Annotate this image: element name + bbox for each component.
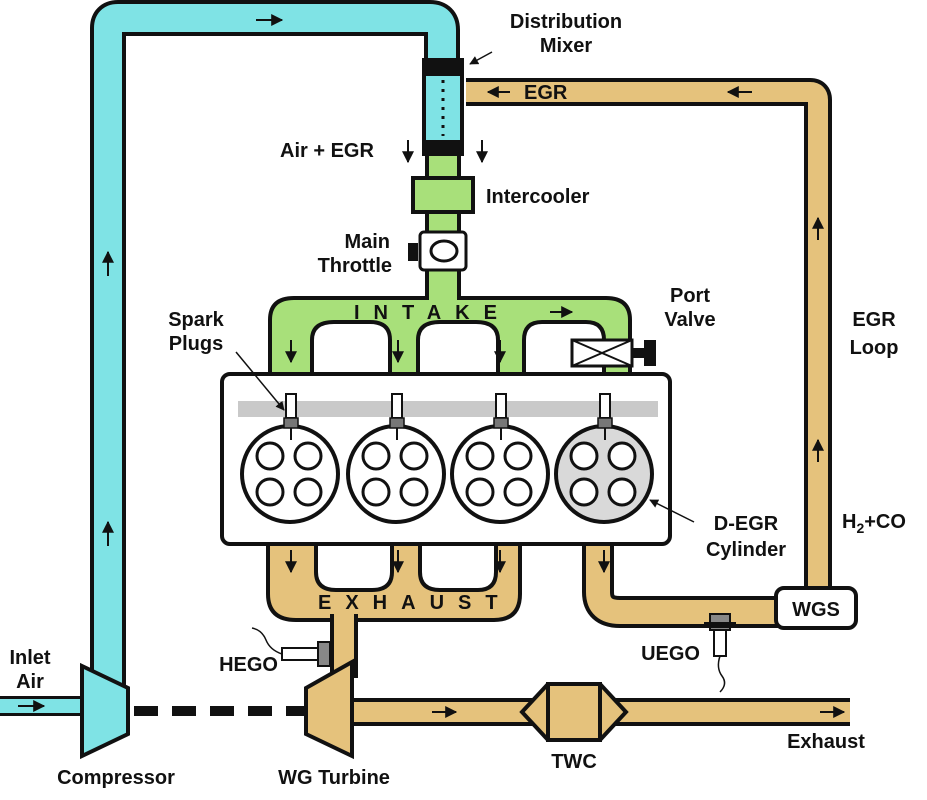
spark-plugs-label-2: Plugs	[169, 333, 223, 355]
hego-label: HEGO	[219, 654, 278, 676]
main-throttle-label-1: Main	[344, 231, 390, 253]
twc-catalyst	[519, 682, 629, 742]
distribution-mixer	[422, 58, 464, 156]
distribution-label: Distribution	[510, 11, 622, 33]
cylinder-2	[346, 424, 446, 524]
main-throttle-label-2: Throttle	[318, 255, 392, 277]
spark-plugs	[283, 393, 613, 440]
wg-turbine	[304, 658, 354, 760]
main-throttle	[408, 230, 468, 272]
spark-plugs-label-1: Spark	[168, 309, 224, 331]
uego-sensor-icon	[704, 613, 736, 693]
exhaust-manifold-label: EXHAUST	[318, 592, 512, 614]
engine-block	[220, 372, 672, 546]
air-egr-label: Air + EGR	[280, 140, 374, 162]
mixer-leader	[469, 51, 493, 65]
d-egr-cylinder	[554, 424, 654, 524]
hego-sensor-icon	[251, 627, 331, 667]
egr-loop-label-1: EGR	[852, 309, 896, 331]
spark-plug-icon	[493, 393, 509, 440]
spark-plug-icon	[389, 393, 405, 440]
uego-label: UEGO	[641, 643, 700, 665]
spark-plug-icon	[597, 393, 613, 440]
d-egr-label-1: D-EGR	[714, 513, 779, 535]
inlet-air-label-1: Inlet	[9, 647, 50, 669]
spark-plug-icon	[283, 393, 299, 440]
egr-label: EGR	[524, 82, 568, 104]
port-valve-label-2: Valve	[664, 309, 715, 331]
intake-label: INTAKE	[354, 302, 511, 324]
egr-loop-pipe	[466, 78, 832, 588]
intercooler	[411, 176, 475, 214]
wgs-box	[774, 586, 858, 630]
port-valve-label-1: Port	[670, 285, 710, 307]
spark-plugs-leader	[235, 351, 285, 411]
mixer-label: Mixer	[540, 35, 592, 57]
wgs-label: WGS	[792, 599, 840, 621]
port-valve	[570, 338, 656, 368]
intercooler-label: Intercooler	[486, 186, 590, 208]
exhaust-manifold	[266, 538, 780, 678]
h2co-label: H2+CO	[842, 511, 906, 536]
d-egr-label-2: Cylinder	[706, 539, 786, 561]
egr-loop-label-2: Loop	[850, 337, 899, 359]
intake-manifold	[268, 138, 632, 382]
cylinder-3	[450, 424, 550, 524]
wg-turbine-label: WG Turbine	[278, 767, 390, 789]
cylinder-head-bar	[238, 401, 658, 417]
d-egr-leader	[649, 499, 695, 523]
compressor-label: Compressor	[57, 767, 175, 789]
compressor	[80, 662, 130, 760]
cylinder-1	[240, 424, 340, 524]
twc-label: TWC	[551, 751, 597, 773]
inlet-air-label-2: Air	[16, 671, 44, 693]
flow-arrows	[18, 14, 846, 718]
exhaust-label: Exhaust	[787, 731, 865, 753]
